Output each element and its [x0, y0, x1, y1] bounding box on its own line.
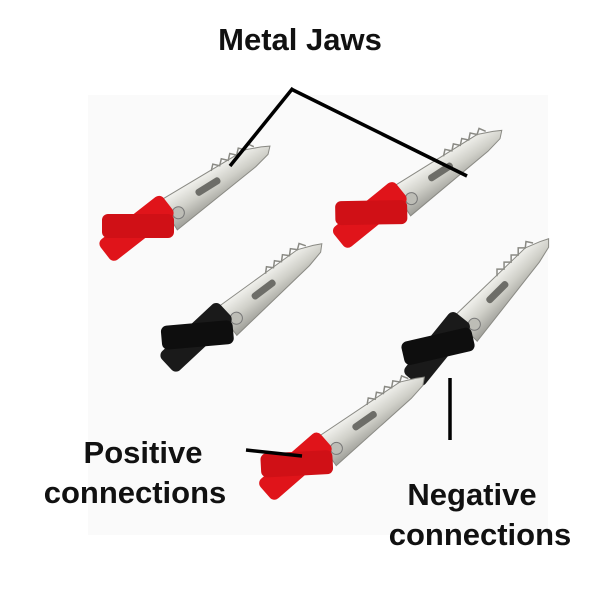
- positive-pointer: [245, 448, 303, 458]
- metal-jaws-label: Metal Jaws: [218, 22, 382, 57]
- positive-label-line2: connections: [43, 475, 227, 510]
- red-clip: [332, 117, 515, 248]
- metal-jaws-pointer-left: [228, 86, 295, 168]
- positive-label-line1: Positive: [83, 435, 203, 470]
- negative-label-line1: Negative: [407, 477, 537, 512]
- black-clip: [401, 227, 565, 386]
- red-clip: [259, 364, 438, 500]
- negative-connections-label: Negative connections: [365, 475, 595, 555]
- metal-jaws-pointer-right: [290, 87, 468, 178]
- red-clip: [99, 132, 283, 261]
- positive-connections-label: Positive connections: [20, 433, 250, 513]
- black-clip: [160, 231, 336, 372]
- negative-label-line2: connections: [388, 517, 572, 552]
